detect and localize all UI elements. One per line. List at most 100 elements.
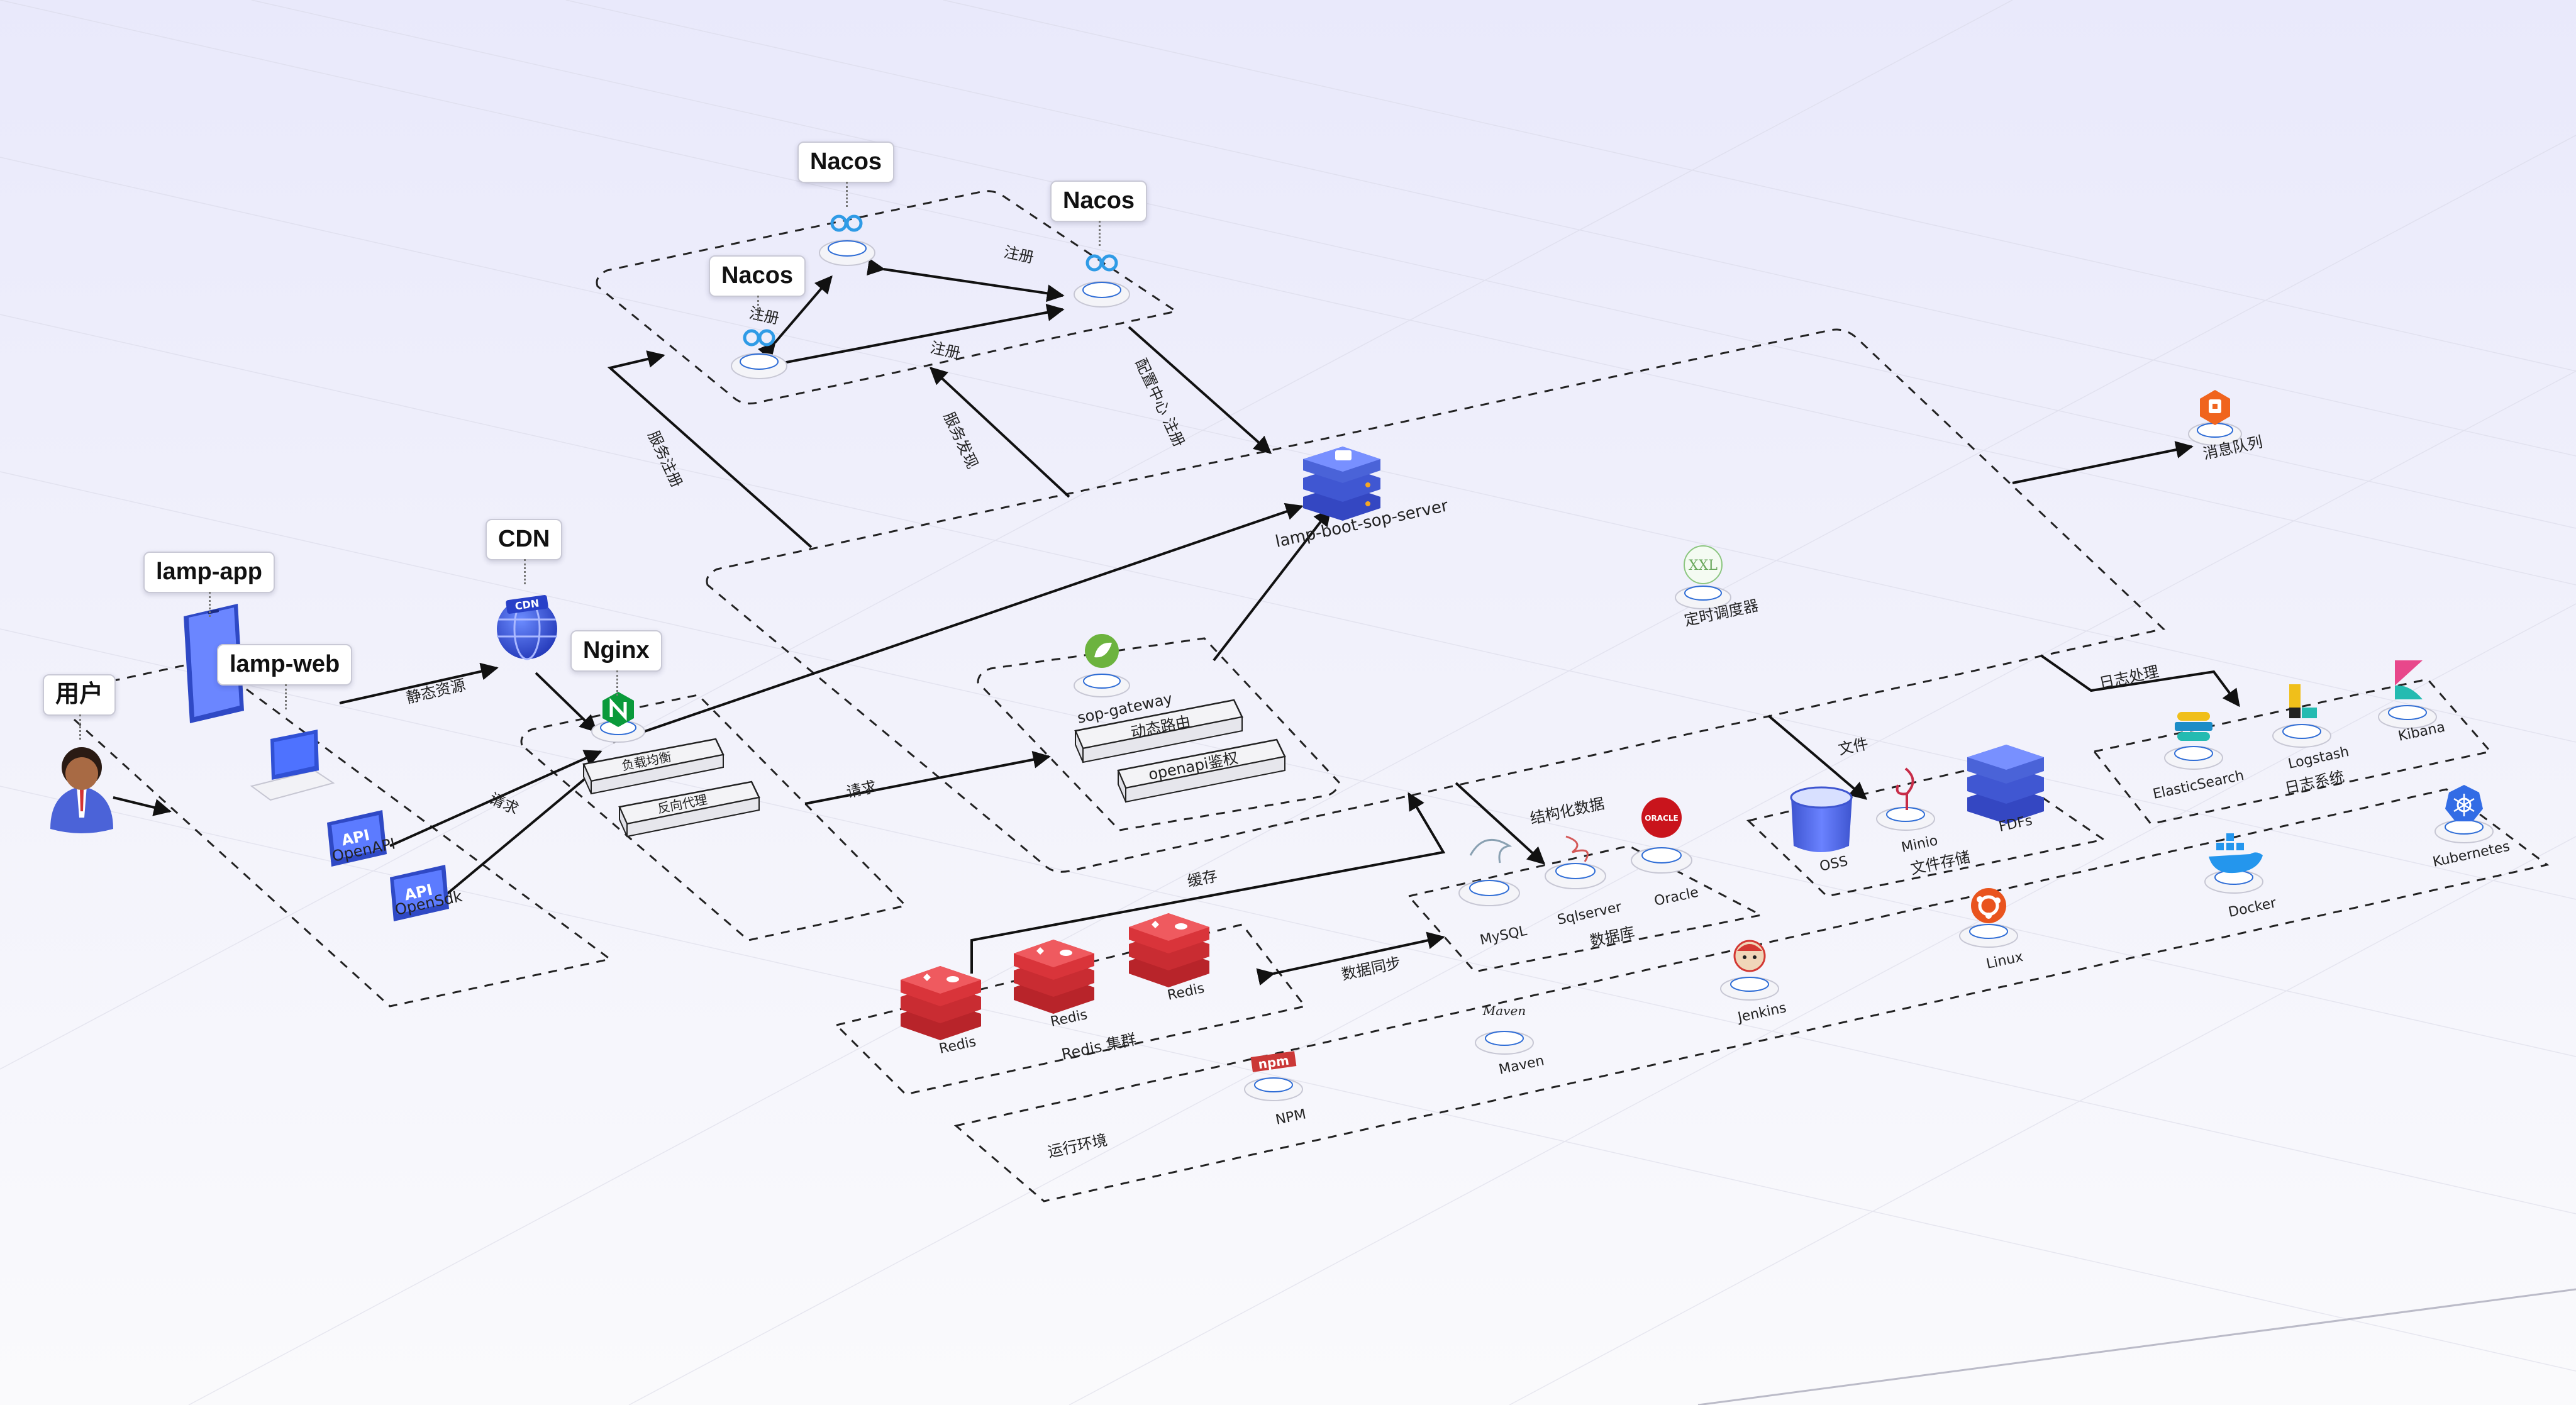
edge-data-sync [1256, 931, 1445, 986]
sop-server-node[interactable]: lamp-boot-sop-server [1274, 447, 1450, 552]
mq-node[interactable]: 消息队列 [2188, 390, 2264, 463]
runtime-kubernetes[interactable]: Kubernetes [2431, 785, 2511, 870]
callout-lamp-app: lamp-app [143, 552, 275, 617]
runtime-label: Jenkins [1735, 1000, 1788, 1026]
edge-label-log: 日志处理 [2097, 663, 2160, 692]
edge-openapi-nginx [389, 750, 602, 847]
edge-label-nacos-register: 服务注册 [645, 428, 686, 491]
maven-icon: Maven [1482, 1003, 1526, 1018]
svg-text:ORACLE: ORACLE [1645, 814, 1678, 823]
kubernetes-icon [2445, 785, 2483, 821]
callout-user: 用户 [43, 674, 116, 740]
floor-edge [1697, 1288, 2576, 1405]
runtime-npm[interactable]: npm NPM [1244, 1051, 1307, 1128]
edge-nacos-top-right [867, 258, 1065, 303]
callout-nacos-top: Nacos [797, 142, 895, 207]
storage-label: Minio [1900, 833, 1940, 856]
callout-lamp-web: lamp-web [217, 644, 353, 709]
nacos-icon [830, 214, 863, 232]
openapi-node[interactable]: API OpenAPI [327, 810, 397, 867]
bucket-icon [1790, 786, 1853, 852]
globe-icon: CDN [497, 595, 557, 660]
nginx-group-outline [520, 694, 908, 941]
runtime-group-outline [953, 788, 2550, 1202]
nacos-node-left[interactable] [731, 329, 787, 379]
edge-nacos-left-right [762, 303, 1065, 375]
nginx-block-lb[interactable]: 负载均衡 [582, 738, 724, 795]
runtime-label: Docker [2227, 895, 2278, 921]
edge-label-structured: 结构化数据 [1528, 795, 1606, 828]
storage-fdfs[interactable]: FDFs [1967, 745, 2044, 835]
ubuntu-icon [1971, 888, 2006, 923]
npm-icon: npm [1250, 1051, 1297, 1072]
redis-icon [1014, 940, 1094, 1014]
edge-register [607, 350, 813, 548]
sdk-icon: API [390, 865, 449, 921]
db-label: Oracle [1653, 885, 1700, 909]
runtime-maven[interactable]: Maven Maven [1475, 1003, 1546, 1078]
rabbitmq-icon [2200, 390, 2230, 425]
edge-user-group [113, 796, 172, 816]
callout-nginx: Nginx [570, 630, 662, 696]
xxl-node[interactable]: XXL 定时调度器 [1675, 545, 1760, 630]
callout-cdn: CDN [486, 519, 563, 584]
redis-node-1[interactable]: Redis [901, 966, 981, 1057]
nacos-icon [743, 329, 775, 347]
edge-opensdk-nginx [438, 763, 604, 902]
redis-node-2[interactable]: Redis [1014, 940, 1094, 1030]
log-kibana[interactable]: Kibana [2378, 660, 2446, 745]
cdn-node[interactable]: CDN [497, 595, 557, 660]
db-group-label: 数据库 [1588, 924, 1636, 950]
edge-label-register-1: 注册 [748, 304, 781, 327]
mysql-dolphin-icon [1469, 838, 1513, 864]
oracle-icon: ORACLE [1641, 797, 1682, 838]
db-oracle[interactable]: ORACLE Oracle [1631, 797, 1700, 909]
nginx-node[interactable] [591, 692, 645, 743]
edge-log [2040, 654, 2240, 708]
runtime-linux[interactable]: Linux [1959, 888, 2024, 972]
redis-node-3[interactable]: Redis [1129, 913, 1209, 1004]
storage-minio[interactable]: Minio [1876, 767, 1940, 856]
edge-static-cdn [339, 662, 499, 704]
edge-structured [1455, 782, 1546, 865]
runtime-label: Kubernetes [2431, 839, 2511, 870]
nacos-node-top[interactable] [819, 214, 875, 266]
callout-nacos-right: Nacos [1050, 180, 1148, 246]
nginx-block-proxy[interactable]: 反向代理 [618, 780, 760, 838]
runtime-jenkins[interactable]: Jenkins [1720, 940, 1788, 1026]
db-mysql[interactable]: MySQL [1458, 838, 1529, 948]
nacos-node-right[interactable] [1074, 254, 1130, 308]
server-group-outline [706, 328, 2166, 873]
minio-icon [1896, 767, 1914, 810]
runtime-docker[interactable]: Docker [2204, 833, 2279, 921]
runtime-group-label: 运行环境 [1046, 1131, 1109, 1161]
gateway-node[interactable]: sop-gateway [1074, 634, 1174, 727]
db-sqlserver[interactable]: Sqlserver [1545, 835, 1624, 928]
db-label: Sqlserver [1556, 899, 1624, 928]
log-elasticsearch[interactable]: ElasticSearch [2151, 712, 2245, 802]
xxl-icon: XXL [1684, 545, 1723, 584]
gateway-block-auth[interactable]: openapi鉴权 [1117, 738, 1286, 803]
opensdk-node[interactable]: API OpenSdk [390, 865, 464, 921]
storage-label: OSS [1818, 853, 1849, 875]
db-group-outline [1407, 845, 1764, 973]
edge-label-request-gateway: 请求 [845, 778, 878, 801]
elasticsearch-icon [2175, 712, 2212, 741]
edge-label-nacos-discover: 服务发现 [940, 409, 982, 472]
edge-gateway-server [1213, 508, 1331, 662]
svg-text:npm: npm [1257, 1053, 1290, 1072]
server-icon [1303, 447, 1380, 521]
edge-label-nacos-config: 配置中心 注册 [1132, 356, 1188, 450]
user-node[interactable] [50, 747, 113, 833]
lamp-web-node[interactable] [250, 730, 335, 801]
edge-label-register-2: 注册 [1002, 243, 1036, 266]
nacos-icon [1085, 254, 1118, 272]
storage-oss[interactable]: OSS [1790, 786, 1853, 875]
edge-discover [929, 367, 1070, 498]
gateway-group-outline [977, 637, 1341, 831]
edge-label-file: 文件 [1836, 735, 1870, 758]
lamp-app-node[interactable] [184, 604, 244, 723]
gateway-block-routing[interactable]: 动态路由 [1074, 699, 1243, 764]
